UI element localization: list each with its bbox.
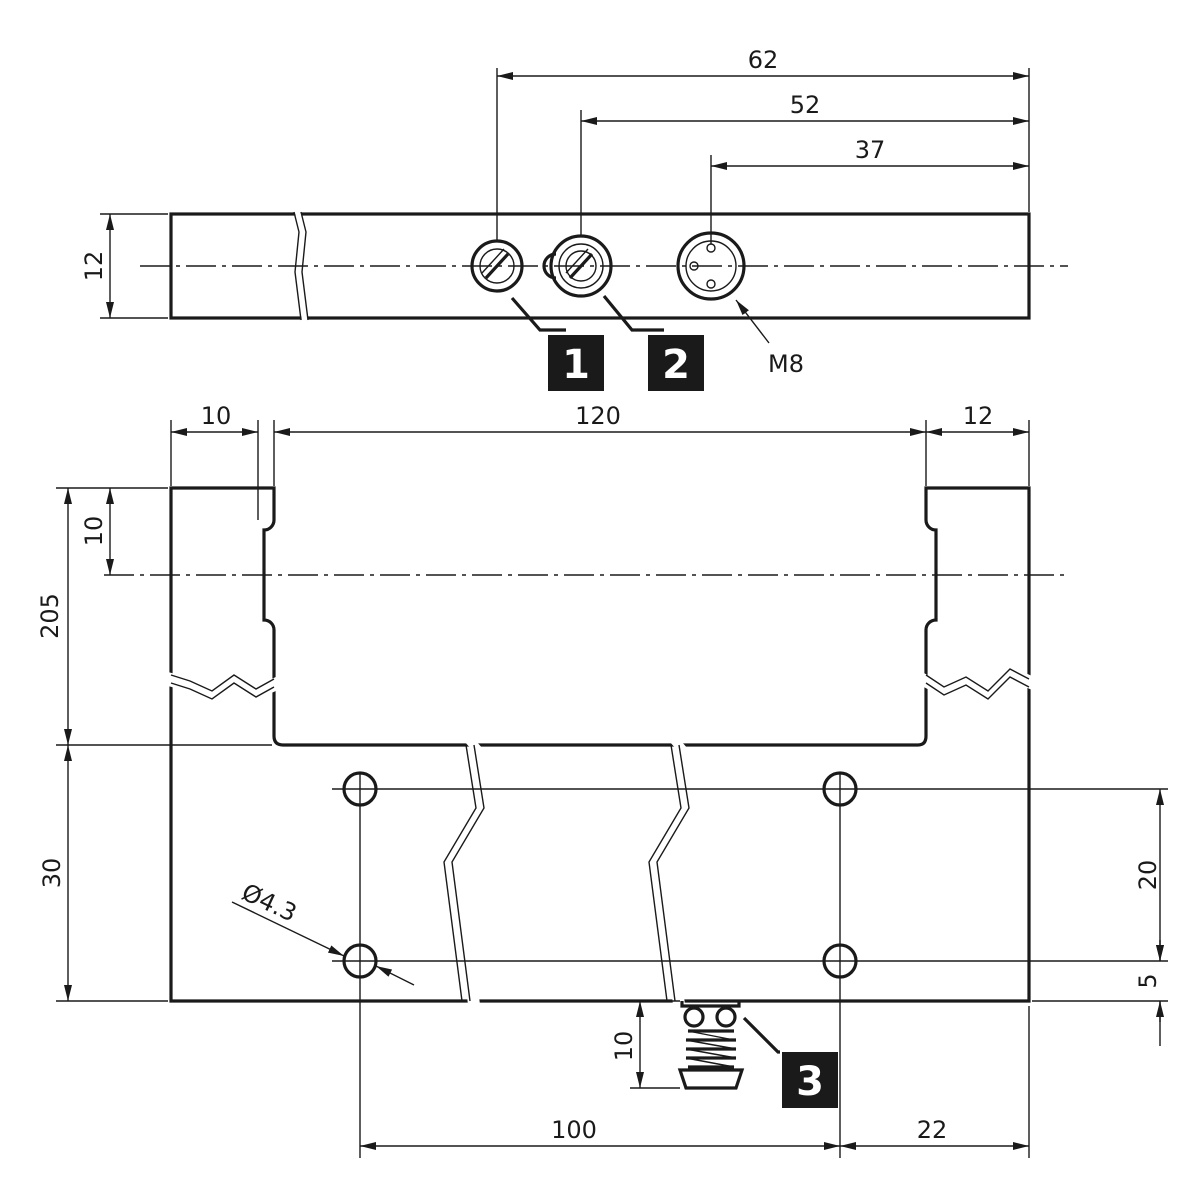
dim-205: 205: [36, 593, 64, 639]
screw-2-slot-edge: [565, 248, 589, 274]
dim-100: 100: [551, 1116, 597, 1144]
dim-10-vertical: 10: [80, 516, 108, 547]
top-break-line-left: [293, 211, 302, 321]
thread-label: M8: [768, 350, 804, 378]
leader-1: [510, 296, 566, 332]
dim-12-height: 12: [80, 251, 108, 282]
screw-1-slot: [484, 252, 510, 280]
callout-1: 1: [562, 342, 590, 388]
mid-break-right-line-a: [648, 744, 682, 1002]
front-view: 3 10 10 120 12 205 10 30 20: [36, 402, 1168, 1158]
screw-1-head: [479, 248, 515, 284]
dim-52: 52: [790, 91, 821, 119]
screw-2-slot: [568, 252, 594, 280]
leader-2: [602, 294, 664, 332]
connector-cap: [677, 1068, 745, 1090]
dim-22: 22: [917, 1116, 948, 1144]
mid-break-left-mask: [452, 741, 496, 1005]
m8-pin-top: [706, 243, 716, 253]
left-break-mask: [168, 672, 278, 702]
bottom-connector: [677, 1001, 745, 1090]
dim-10-connector: 10: [610, 1031, 638, 1062]
screw-2-head: [565, 250, 597, 282]
connector-nut-right: [715, 1006, 737, 1028]
dim-12-right: 12: [963, 402, 994, 430]
callout-3-box: [782, 1052, 838, 1108]
callout-3: 3: [796, 1059, 824, 1105]
connector-thread: [686, 1029, 736, 1069]
right-break-line-bottom: [925, 676, 1030, 700]
mid-break-left-line-b: [451, 744, 485, 1002]
mid-break-right-line-b: [656, 744, 690, 1002]
adjustment-screw-1: [470, 239, 524, 293]
mid-break-left-line-a: [443, 744, 477, 1002]
hole-dia-leader-in: [231, 901, 345, 957]
callout-1-box: [548, 335, 604, 391]
dim-30: 30: [38, 858, 66, 889]
screw-1-slot-edge: [481, 248, 505, 274]
hole-dia-leader-out: [375, 965, 415, 986]
dim-5: 5: [1134, 973, 1162, 988]
m8-pin-left: [689, 261, 699, 271]
leader-m8: [735, 299, 770, 344]
screw-2-rim: [558, 243, 604, 289]
housing-outline: [169, 486, 1031, 1003]
top-view: M8 1 2 62 52 37 12: [80, 46, 1068, 391]
left-break-line-bottom: [170, 682, 275, 700]
connector-thread-helix: [685, 1030, 737, 1068]
dim-62: 62: [748, 46, 779, 74]
callout-2-box: [648, 335, 704, 391]
leader-3: [742, 1016, 780, 1054]
left-break-line-top: [170, 674, 275, 692]
dim-10-left: 10: [201, 402, 232, 430]
dim-120: 120: [575, 402, 621, 430]
connector-base: [680, 1001, 741, 1008]
right-break-line-top: [925, 668, 1030, 692]
dim-20: 20: [1134, 860, 1162, 891]
callout-2: 2: [662, 342, 690, 388]
top-break-line-right: [300, 211, 309, 321]
connector-nut-left: [683, 1006, 705, 1028]
mid-break-right-mask: [657, 741, 701, 1005]
dim-37: 37: [855, 136, 886, 164]
m8-pin-bottom: [706, 279, 716, 289]
